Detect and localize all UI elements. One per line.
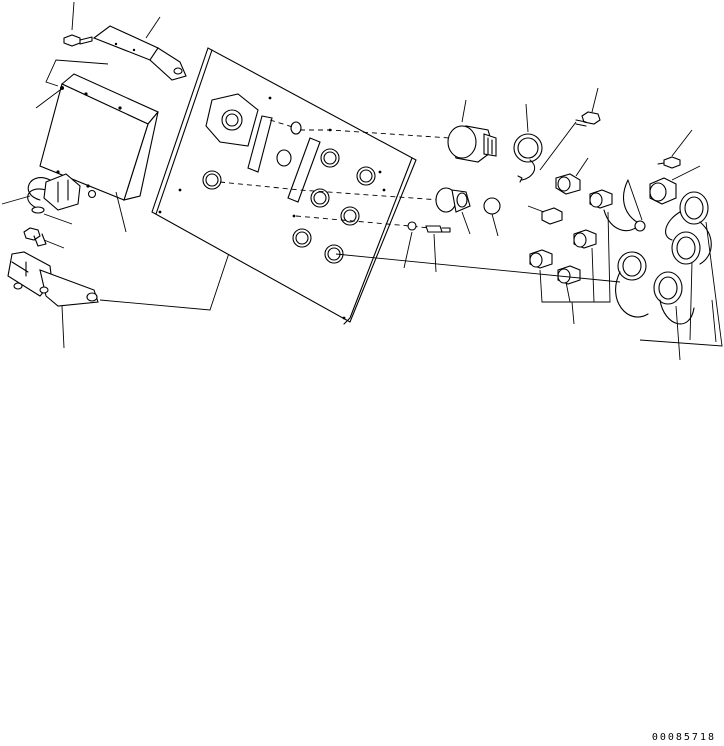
leader-bolt-center <box>433 233 437 273</box>
screw-coupler <box>657 156 681 169</box>
lever-switch <box>7 251 99 307</box>
harness-connector <box>27 173 81 214</box>
leader-bolt <box>71 1 75 31</box>
leader-box-nut <box>35 89 61 109</box>
leader-harness <box>1 195 31 205</box>
leader-plug-bracket <box>539 211 611 303</box>
leader-rubber-cap <box>525 103 529 133</box>
leader-box <box>115 191 127 233</box>
leader-small-cap <box>491 213 499 237</box>
leader-round-switch <box>461 99 467 123</box>
coupler-group <box>603 177 712 325</box>
drawing-number: 00085718 <box>651 732 716 743</box>
leader-coupler-bottom <box>675 305 681 361</box>
connector-bracket-box <box>45 59 109 87</box>
leader-plug-top <box>575 157 589 177</box>
bolt-left <box>23 227 47 247</box>
round-switch-large <box>447 125 497 163</box>
leader-coupler-screw <box>671 129 693 157</box>
leader-washer-center <box>403 231 413 269</box>
washer-center <box>407 221 417 231</box>
leader-lever <box>61 305 65 349</box>
leader-panel-plugs <box>335 253 621 283</box>
bolt-top-left <box>63 34 93 47</box>
panel-plate <box>151 47 417 325</box>
plug-row <box>529 173 613 285</box>
round-switch-medium <box>435 187 471 213</box>
align-line-1 <box>269 119 451 139</box>
align-line-3 <box>295 215 431 229</box>
leader-bolt-left <box>43 239 65 249</box>
bracket-top <box>92 25 187 81</box>
controller-box <box>39 73 159 201</box>
align-line-2 <box>219 181 441 201</box>
small-cap <box>483 197 501 215</box>
leader-coupler-b <box>627 179 643 221</box>
leader-coupler-a <box>671 165 701 181</box>
leader-bracket <box>145 16 161 39</box>
leader-screw <box>591 87 599 113</box>
leader-switch-medium <box>461 211 471 235</box>
leader-plug-small <box>527 205 545 213</box>
rubber-cap <box>513 133 543 183</box>
leader-screw-b <box>539 121 577 171</box>
screw-right-top <box>575 111 601 127</box>
leader-washer <box>43 213 73 225</box>
leader-coupler-bracket <box>639 221 723 347</box>
bolt-center <box>425 225 451 233</box>
leader-plug-bottom <box>571 301 575 325</box>
